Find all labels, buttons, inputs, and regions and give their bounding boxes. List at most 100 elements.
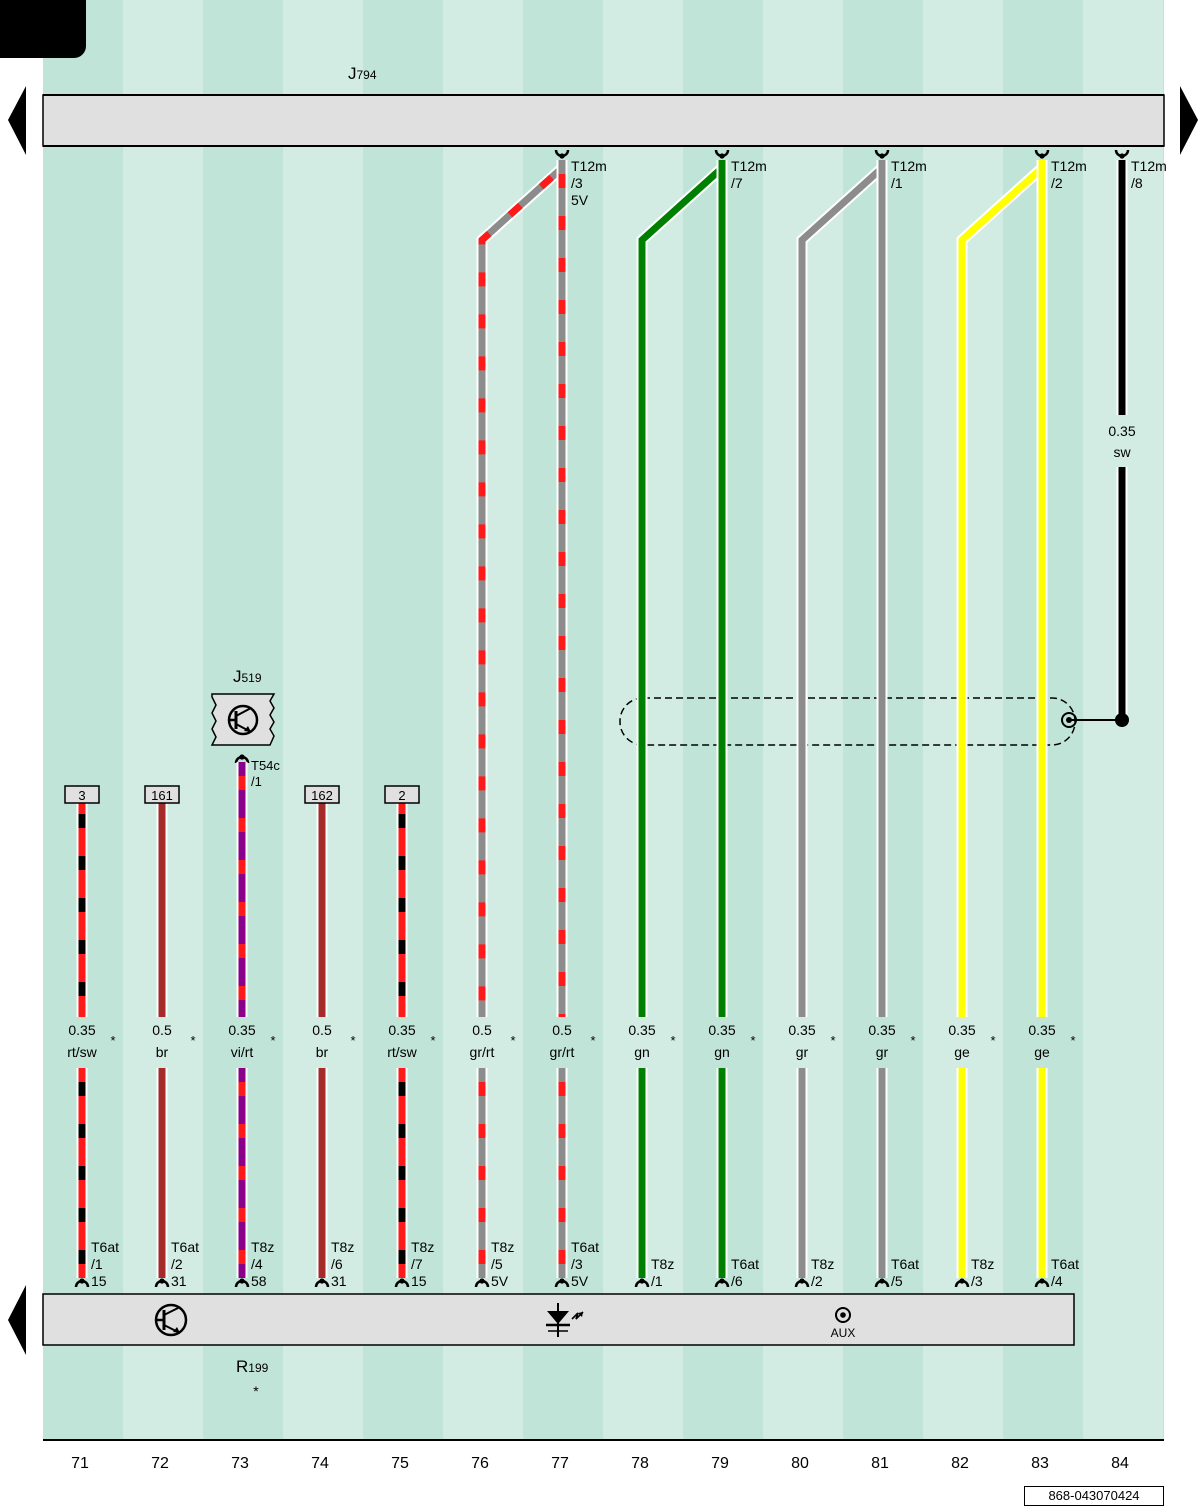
bottom-terminal-pin (959, 1278, 965, 1284)
top-connector-label: T12m (1051, 158, 1087, 174)
optional-mark: * (590, 1033, 595, 1048)
bottom-pin-label: /2 (171, 1256, 183, 1272)
next-page-arrow[interactable] (1180, 86, 1198, 155)
bottom-pin-label: /4 (1051, 1273, 1063, 1289)
bottom-connector-label: T8z (811, 1256, 834, 1272)
previous-page-arrow[interactable] (8, 86, 26, 155)
wire-80 (796, 163, 886, 1017)
optional-mark: * (110, 1033, 115, 1048)
bottom-terminal-pin (559, 1278, 565, 1284)
optional-mark: * (350, 1033, 355, 1048)
bottom-pin-label: /6 (731, 1273, 743, 1289)
reference-box (304, 785, 340, 804)
column-number: 74 (311, 1455, 329, 1472)
shield-wire-color-label: sw (1113, 444, 1131, 460)
bottom-connector-label: T8z (491, 1239, 514, 1255)
column-number: 79 (711, 1455, 729, 1472)
column-number: 80 (791, 1455, 809, 1472)
bottom-pin-label: /3 (571, 1256, 583, 1272)
bottom-connector-label: T8z (411, 1239, 434, 1255)
optional-mark: * (750, 1033, 755, 1048)
column-number: 72 (151, 1455, 169, 1472)
wire-color-label: br (156, 1044, 169, 1060)
wire-color-label: gr/rt (470, 1044, 495, 1060)
optional-mark: * (270, 1033, 275, 1048)
bottom-connector-label: T6at (91, 1239, 119, 1255)
optional-mark: * (670, 1033, 675, 1048)
bottom-pin-label: /6 (331, 1256, 343, 1272)
top-terminal-pin (719, 153, 725, 159)
bottom-pin-label: /5 (491, 1256, 503, 1272)
wire-size-label: 0.35 (788, 1022, 815, 1038)
r199-label: R199 (236, 1357, 269, 1376)
top-extra-label: 5V (571, 192, 589, 208)
bottom-pin-label: /4 (251, 1256, 263, 1272)
transistor-icon (154, 1303, 188, 1337)
bottom-extra-label: 5V (491, 1273, 509, 1289)
bottom-connector-label: T6at (571, 1239, 599, 1255)
wire-color-label: gn (714, 1044, 730, 1060)
wire-color-label: rt/sw (67, 1044, 97, 1060)
reference-box (64, 785, 100, 804)
wire-color-label: gr (876, 1044, 889, 1060)
j794-label: J794 (348, 64, 377, 83)
reference-number: 3 (78, 788, 85, 803)
column-number: 73 (231, 1455, 249, 1472)
r199-optional-mark: * (253, 1383, 259, 1399)
labels-layer: 30.35rt/sw*T6at/1151610.5br*T6at/231T54c… (64, 158, 1167, 1289)
bottom-pin-label: /1 (91, 1256, 103, 1272)
optional-mark: * (990, 1033, 995, 1048)
bottom-extra-label: 5V (571, 1273, 589, 1289)
shield-top-terminal-pin (1119, 153, 1125, 159)
bottom-terminal-pin (479, 1278, 485, 1284)
top-terminal-pin (879, 153, 885, 159)
bottom-pin-label: /1 (651, 1273, 663, 1289)
wire-color-label: ge (1034, 1044, 1050, 1060)
optional-mark: * (510, 1033, 515, 1048)
wire-color-label: br (316, 1044, 329, 1060)
bottom-terminal-pin (799, 1278, 805, 1284)
top-pin-label: /3 (571, 175, 583, 191)
optional-mark: * (430, 1033, 435, 1048)
wire-size-label: 0.35 (948, 1022, 975, 1038)
column-number: 81 (871, 1455, 889, 1472)
aux-socket-icon (835, 1307, 851, 1323)
bottom-terminal-pin (159, 1278, 165, 1284)
shield-junction (1061, 712, 1077, 728)
shield-top-connector-label: T12m (1131, 158, 1167, 174)
wire-color-label: vi/rt (231, 1044, 254, 1060)
aux-label: AUX (831, 1326, 856, 1340)
top-pin-label: /2 (1051, 175, 1063, 191)
column-number: 84 (1111, 1455, 1129, 1472)
wire-size-label: 0.35 (1028, 1022, 1055, 1038)
reference-number: 161 (151, 788, 173, 803)
optional-mark: * (190, 1033, 195, 1048)
optional-mark: * (830, 1033, 835, 1048)
bottom-pin-label: /3 (971, 1273, 983, 1289)
bottom-pin-label: /5 (891, 1273, 903, 1289)
bottom-pin-label: /2 (811, 1273, 823, 1289)
wire-color-label: gr/rt (550, 1044, 575, 1060)
continuation-arrow-left[interactable] (8, 1285, 26, 1355)
wire-size-label: 0.5 (152, 1022, 172, 1038)
top-connector-label: T12m (731, 158, 767, 174)
bottom-connector-label: T6at (171, 1239, 199, 1255)
wire-82 (956, 163, 1046, 1017)
reference-number: 162 (311, 788, 333, 803)
bottom-terminal-pin (319, 1278, 325, 1284)
t54c-pin-label: /1 (251, 774, 262, 789)
wire-78 (636, 163, 726, 1017)
bottom-terminal-pin (79, 1278, 85, 1284)
wire-size-label: 0.35 (628, 1022, 655, 1038)
optional-mark: * (910, 1033, 915, 1048)
wire-size-label: 0.35 (68, 1022, 95, 1038)
top-pin-label: /1 (891, 175, 903, 191)
bottom-terminal-pin (399, 1278, 405, 1284)
reference-number: 2 (398, 788, 405, 803)
bottom-connector-label: T6at (731, 1256, 759, 1272)
bottom-terminal-pin (239, 1278, 245, 1284)
top-terminal-pin (1039, 153, 1045, 159)
wire-size-label: 0.5 (472, 1022, 492, 1038)
reference-box (144, 785, 180, 804)
